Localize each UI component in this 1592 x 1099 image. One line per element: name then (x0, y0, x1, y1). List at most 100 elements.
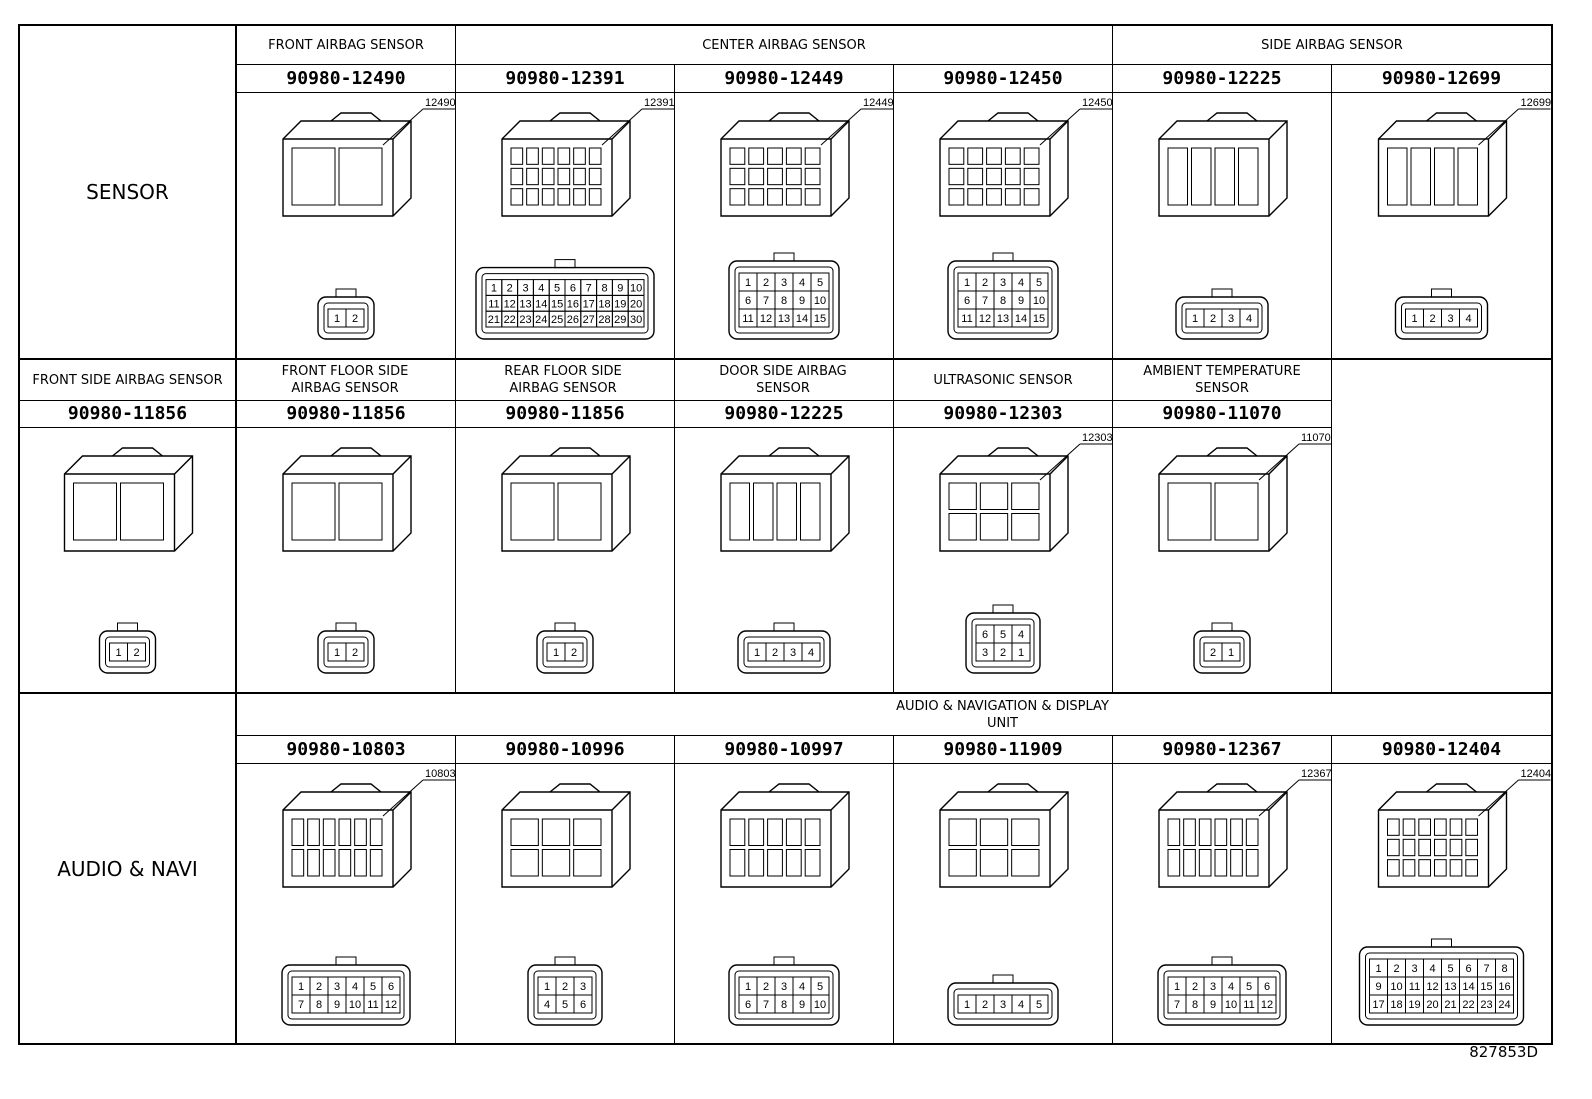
pin-number: 4 (799, 277, 805, 289)
pin-number: 7 (298, 999, 304, 1011)
pin-number: 5 (562, 999, 568, 1011)
pin-number: 9 (1018, 295, 1024, 307)
pin-number: 1 (1228, 647, 1234, 659)
grid-line (455, 360, 456, 692)
pin-number: 4 (1018, 277, 1024, 289)
pin-number: 2 (982, 277, 988, 289)
header-front-floor-side-airbag-sensor: FRONT FLOOR SIDE AIRBAG SENSOR (281, 364, 409, 396)
pin-number: 3 (1447, 313, 1453, 325)
grid-line (20, 692, 1551, 694)
pin-number: 3 (1411, 963, 1417, 975)
pin-number: 7 (1483, 963, 1489, 975)
part-number: 90980-10803 (286, 738, 406, 760)
part-callout-label: 12391 (644, 97, 674, 109)
pin-number: 7 (586, 283, 592, 295)
pin-number: 16 (567, 298, 579, 310)
part-callout-label: 12367 (1301, 768, 1331, 780)
pin-number: 20 (630, 298, 642, 310)
pin-number: 6 (580, 999, 586, 1011)
pin-number: 7 (982, 295, 988, 307)
pin-number: 18 (1390, 999, 1402, 1011)
grid-line (674, 360, 675, 692)
pin-number: 1 (745, 981, 751, 993)
pin-number: 14 (1462, 981, 1474, 993)
category-sensor: SENSOR (86, 180, 169, 204)
pin-number: 4 (1429, 963, 1435, 975)
pin-number: 2 (562, 981, 568, 993)
pin-number: 3 (1000, 277, 1006, 289)
part-number: 90980-11856 (67, 403, 188, 424)
part-number: 90980-12404 (1381, 738, 1502, 760)
grid-line (235, 64, 1551, 65)
pin-number: 3 (781, 981, 787, 993)
header-ambient-temperature-sensor: AMBIENT TEMPERATURE SENSOR (1143, 364, 1301, 396)
pin-number: 4 (1465, 313, 1471, 325)
pin-number: 5 (1036, 277, 1042, 289)
pin-number: 27 (583, 314, 595, 326)
grid-line (455, 26, 456, 358)
pin-number: 1 (754, 647, 760, 659)
grid-line (893, 360, 894, 692)
pin-number: 3 (580, 981, 586, 993)
pin-number: 8 (316, 999, 322, 1011)
pin-number: 11 (742, 313, 753, 325)
grid-line (20, 427, 1331, 428)
grid-line (674, 735, 675, 1044)
header-rear-floor-side-airbag-sensor: REAR FLOOR SIDE AIRBAG SENSOR (504, 364, 622, 396)
pin-number: 1 (964, 999, 970, 1011)
pin-number: 21 (1444, 999, 1456, 1011)
pin-number: 11 (367, 999, 378, 1011)
header-front-airbag-sensor: FRONT AIRBAG SENSOR (268, 37, 424, 53)
pin-number: 2 (772, 647, 778, 659)
part-number: 90980-12490 (286, 67, 406, 89)
pin-number: 2 (133, 647, 139, 659)
pin-number: 3 (334, 981, 340, 993)
pin-number: 11 (488, 298, 499, 310)
part-number: 90980-12303 (943, 403, 1063, 424)
pin-number: 12 (979, 313, 991, 325)
grid-line (235, 92, 1551, 93)
pin-number: 2 (352, 647, 358, 659)
part-callout-label: 12450 (1082, 97, 1112, 109)
pin-number: 1 (334, 647, 340, 659)
pin-number: 6 (1465, 963, 1471, 975)
pin-number: 3 (982, 647, 988, 659)
pin-number: 3 (1210, 981, 1216, 993)
pin-number: 20 (1426, 999, 1438, 1011)
grid-line (1112, 26, 1113, 358)
part-number: 90980-11909 (943, 738, 1063, 760)
pin-number: 18 (598, 298, 610, 310)
part-number: 90980-12699 (1381, 67, 1502, 89)
pin-number: 9 (617, 283, 623, 295)
pin-number: 10 (349, 999, 361, 1011)
pin-number: 10 (814, 295, 826, 307)
pin-number: 3 (1000, 999, 1006, 1011)
part-number: 90980-12367 (1162, 738, 1282, 760)
pin-number: 1 (1192, 313, 1198, 325)
pin-number: 16 (1498, 981, 1510, 993)
part-number: 90980-12225 (1162, 67, 1282, 89)
pin-number: 3 (1228, 313, 1234, 325)
pin-number: 17 (583, 298, 595, 310)
pin-number: 10 (814, 999, 826, 1011)
pin-number: 15 (1480, 981, 1492, 993)
pin-number: 5 (1036, 999, 1042, 1011)
pin-number: 2 (571, 647, 577, 659)
part-number: 90980-11856 (286, 403, 406, 424)
grid-line (235, 26, 237, 1044)
pin-number: 22 (1462, 999, 1474, 1011)
part-callout-label: 12699 (1521, 97, 1552, 109)
pin-number: 12 (504, 298, 516, 310)
pin-number: 4 (352, 981, 358, 993)
part-callout-label: 10803 (425, 768, 455, 780)
pin-number: 7 (1174, 999, 1180, 1011)
pin-number: 5 (817, 277, 823, 289)
pin-number: 8 (1192, 999, 1198, 1011)
pin-number: 21 (488, 314, 500, 326)
part-callout-label: 12490 (425, 97, 455, 109)
